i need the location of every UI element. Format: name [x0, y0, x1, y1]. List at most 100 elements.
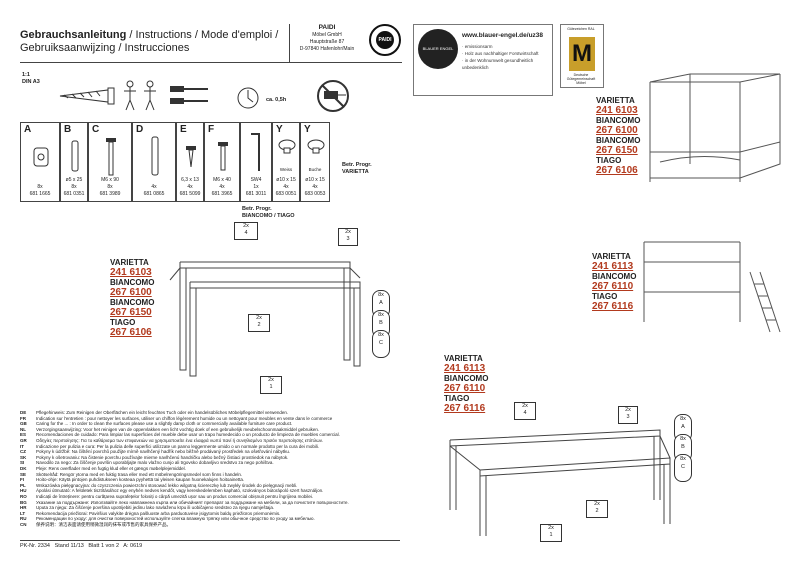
callout-2: 2x 2 [248, 314, 270, 332]
part-qty: 8x [71, 184, 77, 190]
model-number: 267 6116 [592, 301, 634, 312]
model-name: VARIETTA [110, 258, 149, 267]
leg-front-right [354, 288, 360, 366]
header-vdivider [289, 24, 290, 62]
frame-drawing-b [430, 400, 680, 550]
clock-icon [237, 87, 259, 109]
model-list-right-a: VARIETTA 241 6103 BIANCOMO 267 6100 BIAN… [596, 96, 640, 176]
model-number: 241 6113 [592, 261, 634, 272]
title-main: Gebrauchsanleitung [20, 29, 127, 41]
part-c: C M6 x 90 8x 681 3989 [88, 122, 132, 202]
model-name: BIANCOMO [110, 298, 155, 307]
blauer-engel-seal-icon: BLAUER ENGEL [418, 29, 458, 69]
part-number: 681 0351 [63, 191, 85, 197]
footer-a: A: 0619 [123, 543, 143, 549]
part-number: 681 0865 [143, 191, 165, 197]
blauer-engel-box: BLAUER ENGEL www.blauer-engel.de/uz38 · … [413, 24, 553, 96]
model-name: TIAGO [592, 292, 618, 301]
part-qty: 4x [187, 184, 193, 190]
no-drill-icon [317, 80, 349, 112]
engel-item: unbedenklich [462, 65, 489, 70]
time-estimate: ca. 0,5h [266, 97, 287, 103]
header-divider [20, 62, 402, 63]
model-name: BIANCOMO [110, 278, 155, 287]
part-y-white: Y Weiss ø10 x 15 4x 683 0051 [272, 122, 300, 202]
model-list-right-b: VARIETTA 241 6113 BIANCOMO 267 6110 TIAG… [592, 252, 636, 312]
part-number: 681 1665 [29, 191, 51, 197]
part-a: A 8x 681 1665 [20, 122, 60, 202]
model-number: 267 6116 [444, 403, 486, 414]
model-number: 267 6100 [110, 287, 152, 298]
part-number: 683 0051 [275, 191, 297, 197]
canopy-bed-drawing [640, 72, 790, 192]
part-y-beech: Y Buche ø10 x 15 4x 683 0053 [300, 122, 330, 202]
scale-label: 1:1 DIN A3 [22, 72, 40, 86]
part-letter: D [136, 124, 144, 135]
part-color: Weiss [279, 167, 293, 172]
engel-item: · emissionsarm [462, 44, 493, 49]
wood-screw-icon [186, 146, 196, 171]
footer-divider [20, 540, 400, 541]
company-line: Hauptstraße 87 [309, 39, 345, 45]
part-number: 681 3011 [245, 191, 267, 197]
footer: PK-Nr. 2334 Stand 11/13 Blatt 1 von 2 A:… [20, 543, 142, 549]
paidi-logo: PAIDI [369, 24, 401, 56]
callout-2-b: 2x 2 [586, 500, 608, 518]
leg-back-left [180, 268, 186, 370]
part-qty: 8x [37, 184, 43, 190]
callout-8x-c: 8x C [372, 330, 390, 358]
model-number: 267 6150 [596, 145, 638, 156]
title-rest: / Instructions / Mode d'emploi / Gebruik… [20, 29, 279, 54]
part-dim: 6,3 x 13 [181, 177, 199, 183]
part-b: B ø5 x 25 8x 681 0351 [60, 122, 88, 202]
model-name: TIAGO [110, 318, 136, 327]
part-letter: Y [276, 124, 283, 135]
part-dim: SW4 [250, 177, 262, 183]
part-e: E 6,3 x 13 4x 681 5099 [176, 122, 204, 202]
ral-quality-seal: Gütezeichen RAL M Deutsche Gütegemeinsch… [560, 24, 604, 88]
part-qty: 4x [312, 184, 318, 190]
callout-1: 2x 1 [260, 376, 282, 394]
model-name: BIANCOMO [444, 374, 489, 383]
top-rail-front [190, 282, 360, 288]
model-number: 267 6110 [444, 383, 486, 394]
model-name: BIANCOMO [592, 272, 637, 281]
model-number: 241 6113 [444, 363, 486, 374]
part-f: F M6 x 40 4x 681 3965 [204, 122, 240, 202]
page-title: Gebrauchsanleitung / Instructions / Mode… [20, 29, 295, 55]
model-name: VARIETTA [444, 354, 483, 363]
engel-url: www.blauer-engel.de/uz38 [462, 32, 544, 39]
screwdriver-icon [170, 86, 208, 104]
logo-text: PAIDI [376, 31, 394, 49]
part-dim: ø10 x 15 [276, 177, 296, 183]
ral-top: Gütezeichen RAL [567, 27, 595, 31]
company-name: PAIDI [318, 24, 336, 31]
engel-item: · Holz aus nachhaltiger Forstwirtschaft [462, 51, 539, 56]
model-name: TIAGO [596, 156, 622, 165]
footer-pk: PK-Nr. 2334 [20, 543, 50, 549]
model-list-a: VARIETTA 241 6103 BIANCOMO 267 6100 BIAN… [110, 258, 154, 338]
part-number: 683 0053 [304, 191, 326, 197]
model-number: 267 6106 [596, 165, 638, 176]
connector-sleeve-icon [150, 135, 160, 177]
footer-blatt: Blatt 1 von 2 [88, 543, 119, 549]
tools-row [20, 80, 349, 112]
part-number: 681 3989 [99, 191, 121, 197]
engel-list: · emissionsarm · Holz aus nachhaltiger F… [462, 43, 539, 71]
model-number: 267 6150 [110, 307, 152, 318]
part-qty: 4x [283, 184, 289, 190]
ral-letter: M [569, 37, 595, 71]
part-hex-key: SW4 1x 681 3011 [240, 122, 272, 202]
part-number: 681 3965 [211, 191, 233, 197]
part-letter: Y [304, 124, 311, 135]
part-letter: B [64, 124, 72, 135]
part-letter: A [24, 124, 32, 135]
